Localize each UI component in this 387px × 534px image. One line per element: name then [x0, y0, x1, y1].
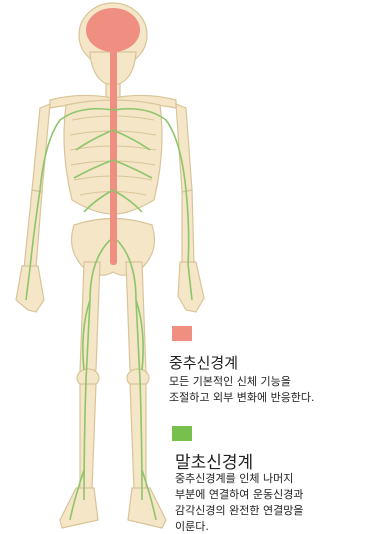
central-description: 모든 기본적인 신체 기능을 조절하고 외부 변화에 반응한다. [169, 374, 315, 406]
spinal-cord [110, 50, 117, 265]
peripheral-swatch [172, 426, 192, 441]
central-swatch [172, 326, 192, 341]
brain [86, 8, 140, 52]
right-foot [128, 488, 166, 528]
left-foot [60, 488, 98, 528]
central-title: 중추신경계 [169, 352, 238, 373]
peripheral-title: 말초신경계 [175, 448, 253, 473]
peripheral-description: 중추신경계를 인체 나머지 부분에 연결하여 운동신경과 감각신경의 완전한 연… [175, 471, 303, 534]
left-forearm [24, 190, 42, 268]
